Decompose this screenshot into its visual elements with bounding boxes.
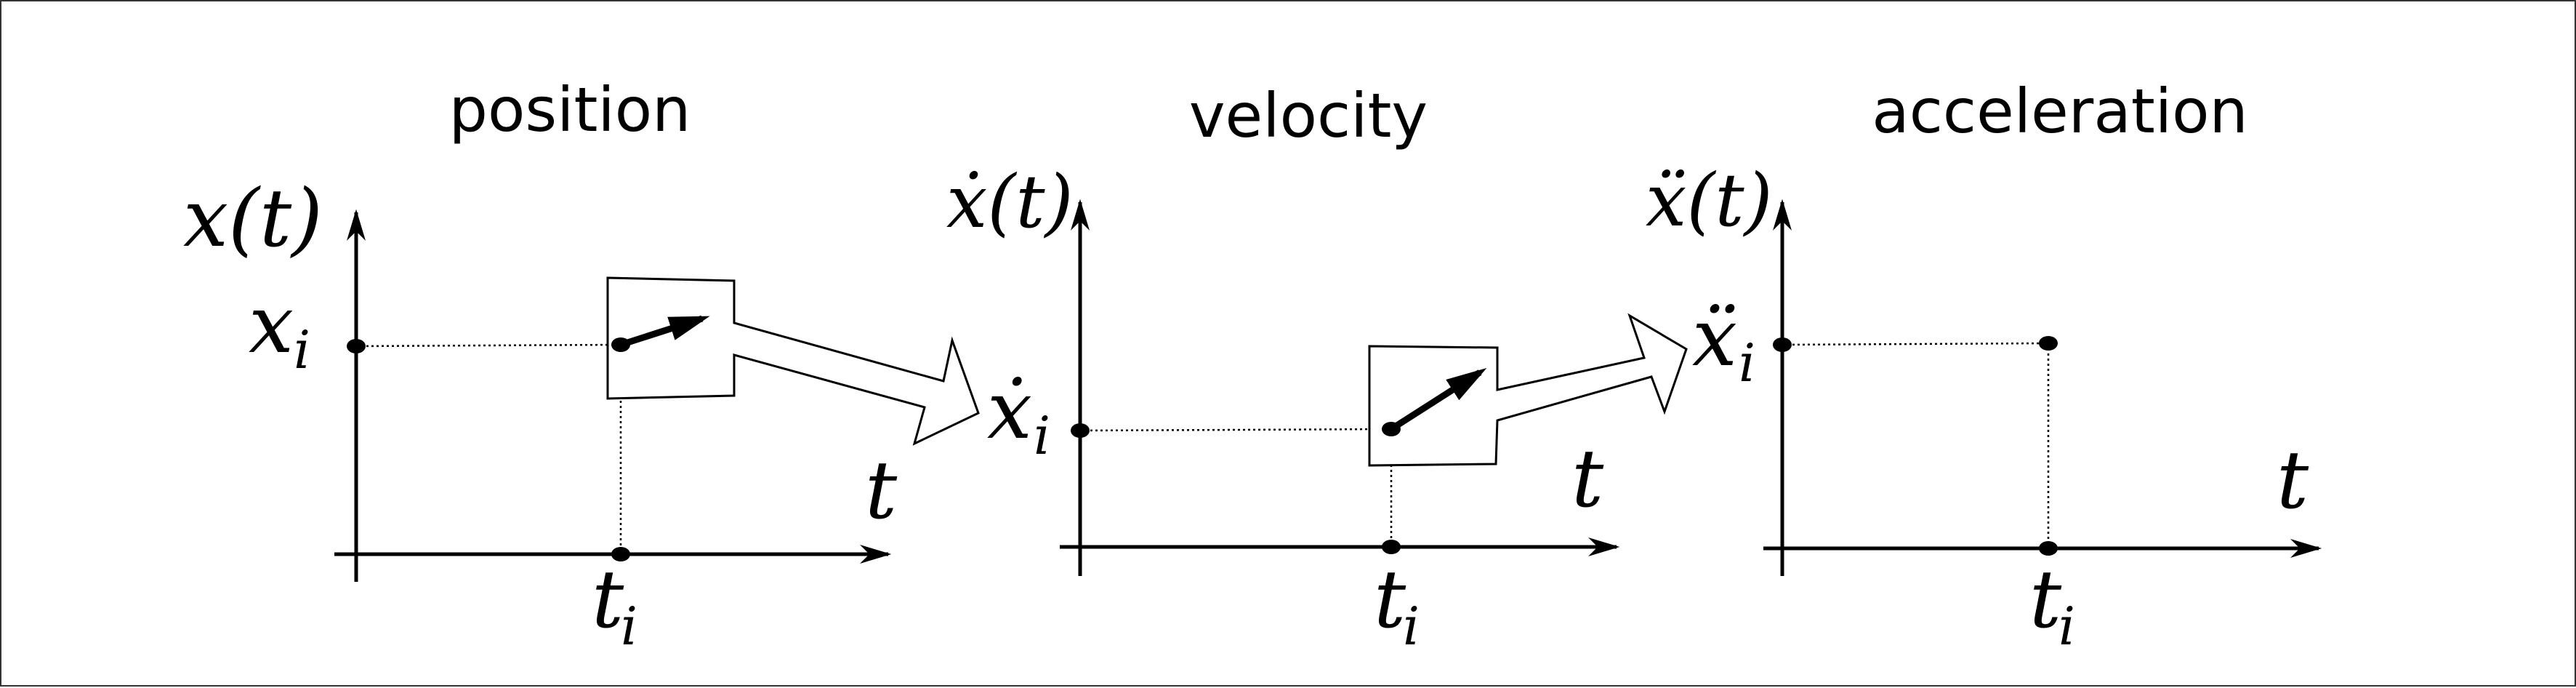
svg-text:i: i <box>621 596 637 657</box>
time-point <box>2039 541 2058 556</box>
value-point <box>1071 423 1090 438</box>
panel-title: velocity <box>1189 80 1428 151</box>
value-guide-line <box>355 343 621 348</box>
panel-position: position x(t) x i t t i <box>183 74 980 657</box>
svg-text:ẍ: ẍ <box>1692 291 1737 384</box>
value-label: x i <box>249 278 310 380</box>
time-axis-label: t <box>1571 432 1604 525</box>
value-point <box>1773 337 1792 352</box>
zoom-callout-arrow <box>1368 313 1688 467</box>
svg-text:i: i <box>294 319 310 380</box>
svg-text:t: t <box>1374 553 1406 646</box>
panel-acceleration: acceleration ẍ(t) ẍ i t t i <box>1646 76 2322 657</box>
svg-text:i: i <box>1034 405 1050 466</box>
curve-point <box>611 337 630 352</box>
zoom-callout-arrow <box>606 276 980 446</box>
value-guide-line <box>1079 428 1392 432</box>
value-point <box>347 339 366 353</box>
svg-text:i: i <box>1403 596 1420 657</box>
curve-point <box>2039 336 2058 351</box>
svg-text:ẋ: ẋ <box>987 364 1032 457</box>
value-label: ẋ i <box>987 364 1050 466</box>
time-point <box>611 547 630 561</box>
time-point-label: t i <box>1374 553 1420 657</box>
time-axis-label: t <box>865 444 898 537</box>
time-point-label: t i <box>592 553 637 657</box>
time-point-label: t i <box>2029 553 2075 657</box>
svg-text:t: t <box>592 553 624 646</box>
y-axis-label: ẍ(t) <box>1646 158 1773 243</box>
svg-text:i: i <box>2058 596 2075 657</box>
tangent-arrow <box>619 315 710 348</box>
curve-point <box>1382 422 1401 436</box>
value-label: ẍ i <box>1692 291 1755 393</box>
tangent-arrow <box>1389 367 1487 432</box>
svg-text:x: x <box>249 278 294 371</box>
time-point <box>1382 540 1401 554</box>
panel-velocity: velocity ẋ(t) ẋ i t t i <box>946 80 1688 657</box>
svg-text:t: t <box>2029 553 2062 646</box>
panel-title: acceleration <box>1872 76 2247 147</box>
y-axis-label: ẋ(t) <box>946 159 1074 244</box>
svg-text:i: i <box>1739 332 1755 393</box>
time-axis-label: t <box>2277 433 2309 527</box>
y-axis-label: x(t) <box>183 172 323 265</box>
panel-title: position <box>449 74 691 145</box>
value-guide-line <box>1782 342 2049 346</box>
